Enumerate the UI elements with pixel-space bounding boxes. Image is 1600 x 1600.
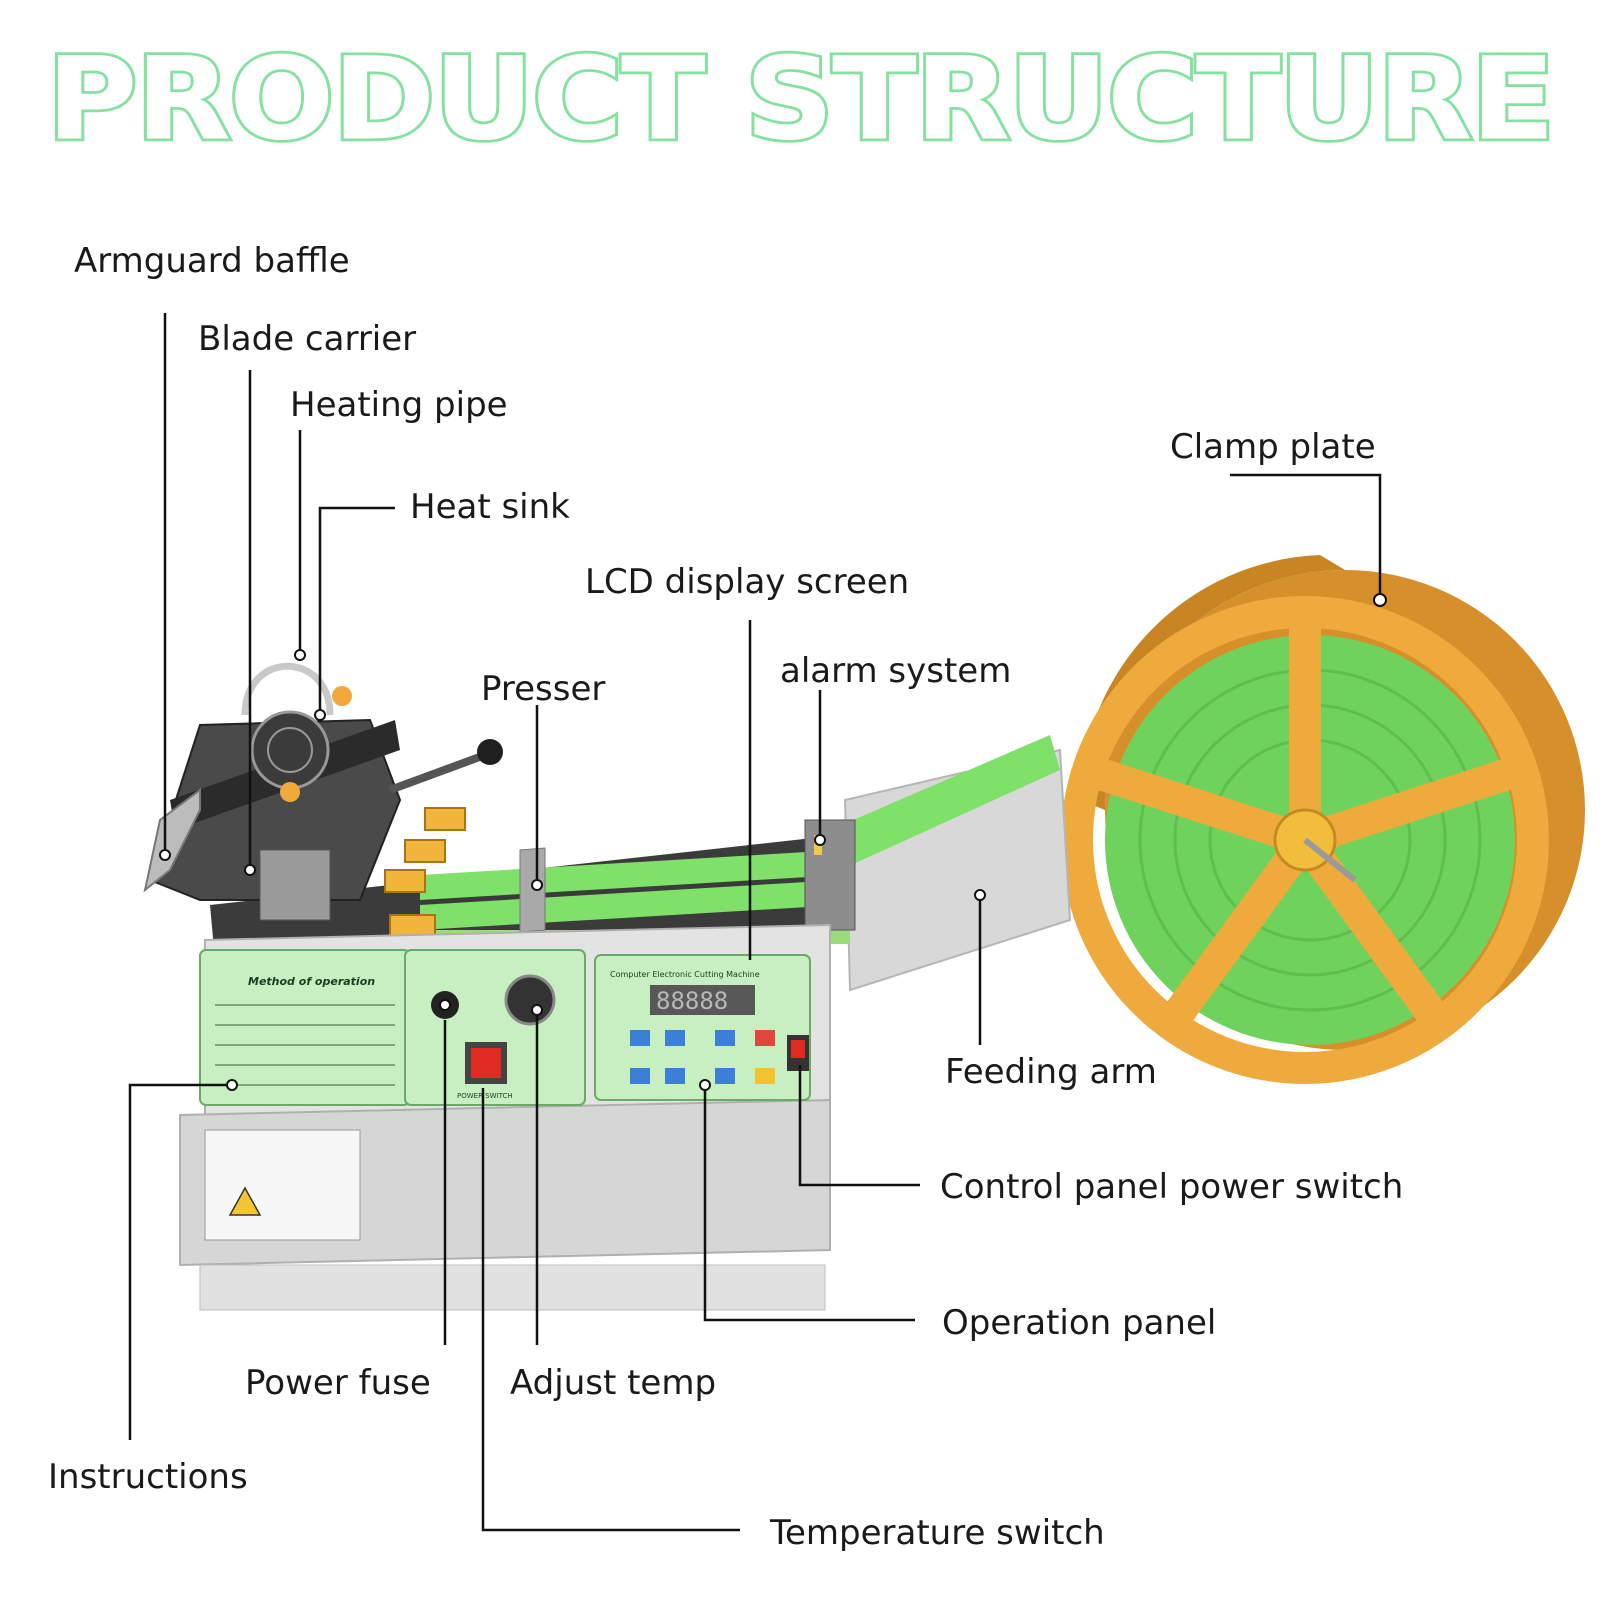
label-alarm-system: alarm system [780, 651, 1011, 691]
clamp-plate [1061, 596, 1549, 1084]
label-blade-carrier: Blade carrier [198, 319, 416, 359]
label-lcd-display-screen: LCD display screen [585, 562, 909, 602]
label-clamp-plate: Clamp plate [1170, 427, 1376, 467]
lcd-display [650, 985, 755, 1015]
label-instructions: Instructions [48, 1457, 248, 1497]
ribbon-feed [830, 735, 1060, 870]
label-heating-pipe: Heating pipe [290, 385, 508, 425]
page-title: PRODUCT STRUCTURE [44, 31, 1559, 169]
instructions-title: Method of operation [248, 975, 375, 988]
label-heat-sink: Heat sink [410, 487, 570, 527]
panel-buttons [630, 1030, 775, 1084]
label-presser: Presser [481, 669, 605, 709]
label-power-fuse: Power fuse [245, 1363, 431, 1403]
spring-assembly [259, 849, 331, 921]
yellow-clamps [384, 807, 466, 940]
label-operation-panel: Operation panel [942, 1303, 1216, 1343]
alarm-rollers [804, 819, 856, 931]
leader-dots [159, 593, 1387, 1091]
presser-bar [519, 847, 546, 933]
temperature-panel: POWER SWITCH [404, 949, 586, 1106]
temperature-switch [471, 1048, 501, 1078]
fan [250, 710, 330, 790]
operation-panel: Computer Electronic Cutting Machine 8888… [594, 954, 811, 1101]
label-adjust-temp: Adjust temp [510, 1363, 716, 1403]
heating-pipe-loop [241, 662, 334, 716]
power-switch-text: POWER SWITCH [457, 1092, 513, 1100]
label-temperature-switch: Temperature switch [769, 1513, 1105, 1553]
armguard-baffle [143, 788, 201, 893]
operation-panel-title: Computer Electronic Cutting Machine [610, 970, 760, 979]
lever [388, 751, 487, 794]
temperature-knob [504, 974, 556, 1026]
leader-lines [128, 313, 1382, 1532]
label-control-panel-power-switch: Control panel power switch [940, 1167, 1403, 1207]
instructions-panel: Method of operation [199, 949, 411, 1106]
label-feeding-arm: Feeding arm [945, 1052, 1157, 1092]
reel [1061, 555, 1585, 1084]
label-armguard-baffle: Armguard baffle [74, 241, 350, 281]
warning-sticker [204, 1129, 361, 1241]
lcd-readout: 88888 [656, 987, 728, 1015]
cutter-head [143, 662, 503, 921]
